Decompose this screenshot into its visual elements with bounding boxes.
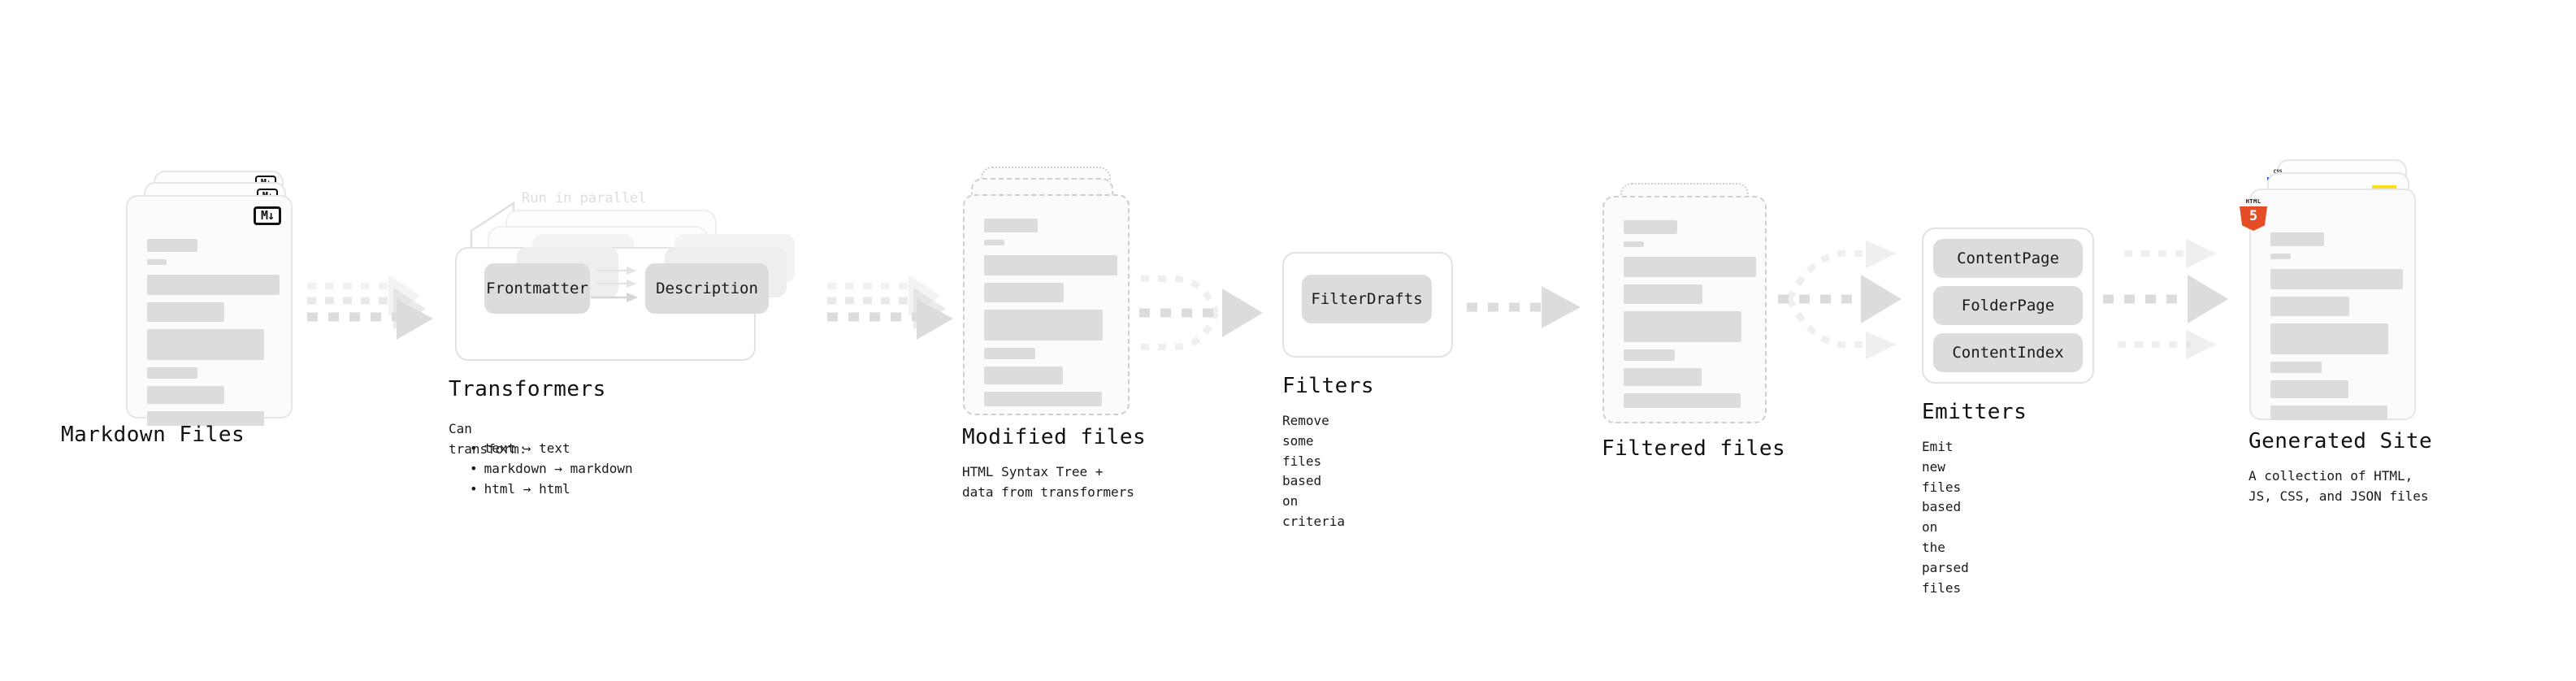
content-line [2270,406,2387,420]
stage-title-filtered-files: Filtered files [1602,436,1786,461]
content-line [147,302,224,322]
content-line [1624,349,1675,361]
emitter-pill-contentpage[interactable]: ContentPage [1933,239,2083,278]
flow-arrow-modified-to-filters [1139,275,1263,350]
emitter-pill-label: ContentPage [1957,249,2059,267]
content-line [1624,241,1644,247]
content-line [147,239,197,252]
transformer-pill-description[interactable]: Description [645,263,769,314]
emitter-pill-label: FolderPage [1961,297,2055,314]
html5-badge-shield [2240,206,2267,231]
transformers-bullet-list: text → text markdown → markdown html → h… [457,439,633,499]
html5-badge-icon: HTML [2240,198,2267,231]
content-line [984,348,1035,359]
filtered-card-front [1602,196,1767,423]
document-content-placeholder [984,219,1117,414]
transformer-pill-label: Frontmatter [486,280,588,297]
content-line [984,310,1103,340]
content-line [1624,220,1677,234]
content-line [984,283,1064,302]
stage-modified-files: Modified files HTML Syntax Tree + data f… [962,167,1146,500]
content-line [2270,254,2291,259]
stage-title-modified-files: Modified files [962,425,1147,449]
markdown-card-stack: M↓ M↓ M↓ [126,171,301,426]
markdown-badge-icon: M↓ [254,206,281,225]
content-line [147,386,224,404]
stage-title-transformers: Transformers [449,377,606,401]
content-line [147,411,264,426]
document-content-placeholder [1624,220,1756,415]
stage-generated-site: CSS HTML [2240,159,2436,504]
css-badge-label: CSS [2267,169,2288,175]
flow-arrow-filters-to-filtered [1467,286,1581,328]
run-in-parallel-label: Run in parallel [522,190,647,206]
stage-title-generated-site: Generated Site [2249,429,2433,453]
emitters-description: Emit new files based on the parsed files [1922,439,1969,596]
content-line [147,329,264,360]
stage-title-markdown-files: Markdown Files [61,423,245,447]
content-line [147,367,197,379]
content-line [2270,297,2349,316]
transformer-inner-arrows [591,267,638,302]
stage-title-filters: Filters [1282,374,1375,398]
content-line [2270,362,2322,373]
content-line [1624,368,1702,386]
emitter-pill-folderpage[interactable]: FolderPage [1933,286,2083,325]
generated-site-card-stack: CSS HTML [2240,159,2436,436]
content-line [147,275,280,295]
transform-bullet: markdown → markdown [470,459,633,479]
flow-arrow-markdown-to-transformers [307,275,433,340]
flow-arrow-filtered-to-emitters [1778,241,1902,359]
document-content-placeholder [2270,232,2403,427]
emitter-pill-contentindex[interactable]: ContentIndex [1933,333,2083,372]
content-line [1624,257,1756,277]
content-line [984,255,1117,275]
generated-site-description: A collection of HTML, JS, CSS, and JSON … [2249,468,2429,504]
stage-filtered-files: Filtered files [1602,183,1785,461]
transform-bullet: text → text [470,439,633,459]
html5-badge-label: HTML [2245,198,2262,205]
modified-files-description: HTML Syntax Tree + data from transformer… [962,464,1134,500]
content-line [984,392,1102,406]
emitter-pill-label: ContentIndex [1952,344,2064,362]
modified-card-stack [963,167,1138,427]
transformer-pill-label: Description [656,280,758,297]
stage-title-emitters: Emitters [1922,400,2027,424]
flow-arrow-emitters-to-site [2103,239,2228,359]
content-line [984,219,1038,232]
content-line [2270,380,2348,398]
document-content-placeholder [147,239,280,433]
content-line [2270,323,2388,354]
modified-card-front [963,194,1130,415]
stage-markdown-files: M↓ M↓ M↓ Markdown Files [61,171,301,447]
content-line [984,367,1063,384]
generated-card-front-html: HTML [2240,189,2416,420]
content-line [1624,284,1702,304]
markdown-card-front: M↓ [126,195,293,426]
transformer-pill-frontmatter[interactable]: Frontmatter [484,263,590,314]
transform-bullet: html → html [470,479,633,500]
filter-pill-label: FilterDrafts [1311,290,1423,308]
content-line [147,259,167,265]
filter-pill-filterdrafts[interactable]: FilterDrafts [1302,275,1432,323]
content-line [1624,311,1741,342]
content-line [2270,232,2324,246]
content-line [1624,393,1741,408]
filtered-card-stack [1602,183,1777,443]
content-line [2270,269,2403,289]
filters-description: Remove some files based on criteria [1282,413,1346,529]
content-line [984,240,1004,245]
flow-arrow-transformers-to-modified [827,275,953,340]
